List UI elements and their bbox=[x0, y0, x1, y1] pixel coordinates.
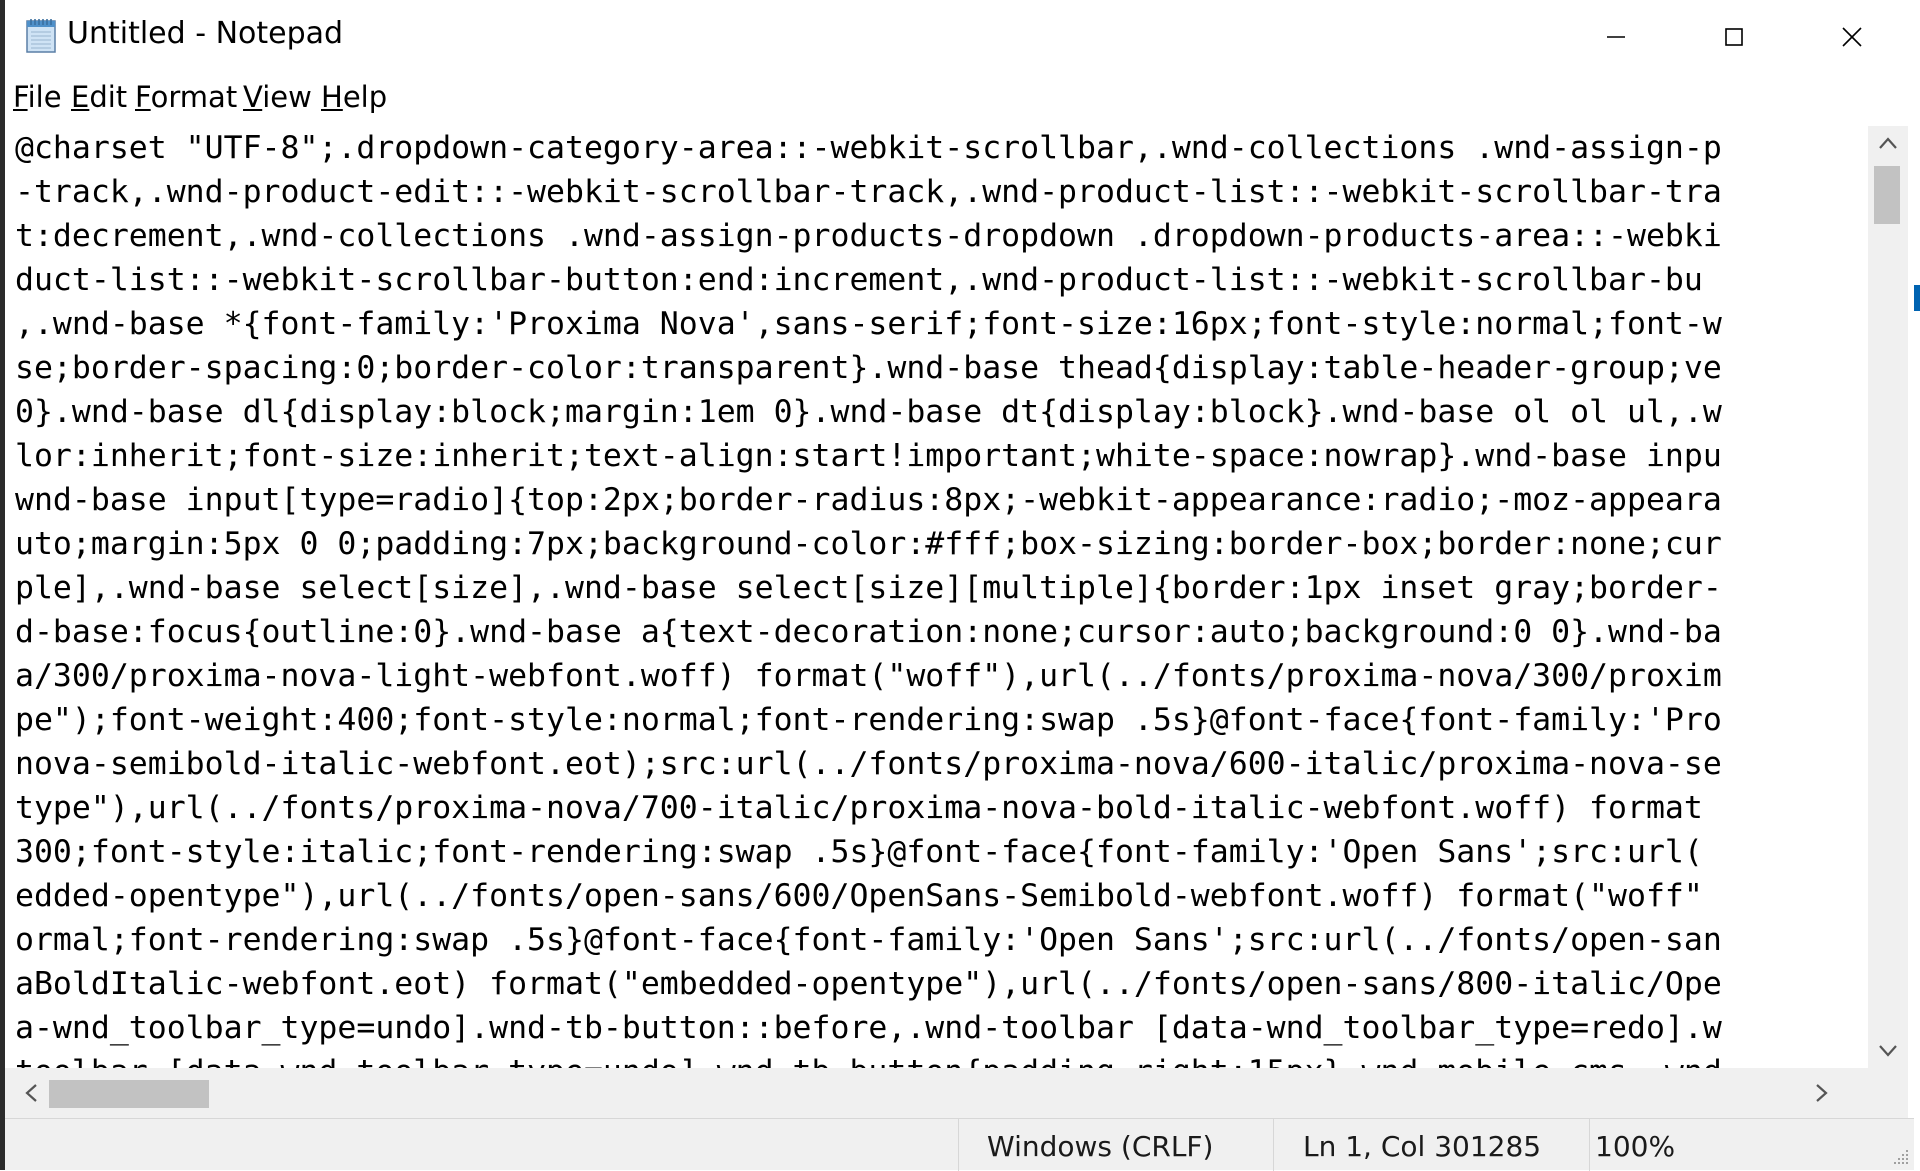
maximize-icon bbox=[1725, 28, 1743, 46]
editor-line: ple],.wnd-base select[size],.wnd-base se… bbox=[15, 570, 1722, 606]
title-bar[interactable]: Untitled - Notepad bbox=[5, 0, 1914, 74]
menu-format[interactable]: Format bbox=[133, 80, 239, 114]
menu-edit-accelerator: E bbox=[71, 80, 90, 114]
editor-line: type"),url(../fonts/proxima-nova/700-ita… bbox=[15, 790, 1703, 826]
scroll-right-button[interactable] bbox=[1802, 1068, 1842, 1118]
window-border-right bbox=[1914, 0, 1920, 1170]
scroll-down-button[interactable] bbox=[1868, 1034, 1908, 1068]
horizontal-scroll-thumb[interactable] bbox=[49, 1080, 209, 1108]
notepad-icon bbox=[23, 16, 59, 54]
menu-view[interactable]: View bbox=[241, 80, 314, 114]
vertical-scrollbar[interactable] bbox=[1868, 126, 1908, 1068]
close-button[interactable] bbox=[1793, 0, 1911, 74]
editor-line: pe");font-weight:400;font-style:normal;f… bbox=[15, 702, 1722, 738]
editor-line: a/300/proxima-nova-light-webfont.woff) f… bbox=[15, 658, 1722, 694]
status-cursor-position: Ln 1, Col 301285 bbox=[1303, 1130, 1542, 1163]
menu-view-label: iew bbox=[262, 80, 312, 114]
menu-view-accelerator: V bbox=[243, 80, 263, 114]
maximize-button[interactable] bbox=[1675, 0, 1793, 74]
editor-line: ,.wnd-base *{font-family:'Proxima Nova',… bbox=[15, 306, 1722, 342]
scroll-left-button[interactable] bbox=[11, 1068, 51, 1118]
menu-help-label: elp bbox=[342, 80, 388, 114]
status-bar: Windows (CRLF) Ln 1, Col 301285 100% bbox=[5, 1118, 1914, 1171]
menu-bar: File Edit Format View Help bbox=[5, 74, 1914, 126]
menu-file[interactable]: File bbox=[11, 80, 64, 114]
editor-line: 300;font-style:italic;font-rendering:swa… bbox=[15, 834, 1703, 870]
editor-line: se;border-spacing:0;border-color:transpa… bbox=[15, 350, 1722, 386]
chevron-down-icon bbox=[1879, 1045, 1897, 1057]
menu-file-accelerator: F bbox=[13, 80, 28, 114]
editor-line: @charset "UTF-8";.dropdown-category-area… bbox=[15, 130, 1722, 166]
window-title: Untitled - Notepad bbox=[67, 16, 344, 51]
editor-line: a-wnd_toolbar_type=undo].wnd-tb-button::… bbox=[15, 1010, 1722, 1046]
menu-edit-label: dit bbox=[89, 80, 128, 114]
editor-line: t:decrement,.wnd-collections .wnd-assign… bbox=[15, 218, 1722, 254]
minimize-button[interactable] bbox=[1557, 0, 1675, 74]
editor-line: wnd-base input[type=radio]{top:2px;borde… bbox=[15, 482, 1722, 518]
editor-line: duct-list::-webkit-scrollbar-button:end:… bbox=[15, 262, 1703, 298]
resize-grip-icon[interactable] bbox=[1890, 1146, 1910, 1166]
editor-line: uto;margin:5px 0 0;padding:7px;backgroun… bbox=[15, 526, 1722, 562]
status-separator bbox=[1589, 1119, 1590, 1171]
menu-file-label: ile bbox=[27, 80, 62, 114]
background-accent bbox=[1914, 285, 1920, 311]
status-separator bbox=[958, 1119, 959, 1171]
menu-format-accelerator: F bbox=[135, 80, 151, 114]
scroll-up-button[interactable] bbox=[1868, 126, 1908, 160]
menu-format-label: ormat bbox=[150, 80, 238, 114]
editor-line: lor:inherit;font-size:inherit;text-align… bbox=[15, 438, 1722, 474]
editor-line: aBoldItalic-webfont.eot) format("embedde… bbox=[15, 966, 1722, 1002]
editor-line: -track,.wnd-product-edit::-webkit-scroll… bbox=[15, 174, 1722, 210]
menu-help-accelerator: H bbox=[321, 80, 343, 114]
editor-line: d-base:focus{outline:0}.wnd-base a{text-… bbox=[15, 614, 1722, 650]
chevron-right-icon bbox=[1816, 1084, 1828, 1102]
text-editor[interactable]: @charset "UTF-8";.dropdown-category-area… bbox=[5, 126, 1868, 1068]
status-zoom-level: 100% bbox=[1595, 1130, 1676, 1163]
editor-line: edded-opentype"),url(../fonts/open-sans/… bbox=[15, 878, 1703, 914]
editor-line: nova-semibold-italic-webfont.eot);src:ur… bbox=[15, 746, 1722, 782]
chevron-up-icon bbox=[1879, 137, 1897, 149]
menu-help[interactable]: Help bbox=[319, 80, 389, 114]
vertical-scroll-thumb[interactable] bbox=[1874, 166, 1900, 224]
menu-edit[interactable]: Edit bbox=[69, 80, 129, 114]
chevron-left-icon bbox=[25, 1084, 37, 1102]
status-line-ending: Windows (CRLF) bbox=[987, 1130, 1214, 1163]
status-separator bbox=[1273, 1119, 1274, 1171]
close-icon bbox=[1842, 27, 1862, 47]
minimize-icon bbox=[1607, 36, 1625, 38]
editor-line: 0}.wnd-base dl{display:block;margin:1em … bbox=[15, 394, 1722, 430]
editor-line: ormal;font-rendering:swap .5s}@font-face… bbox=[15, 922, 1722, 958]
window-border-left bbox=[0, 0, 5, 1170]
scrollbar-corner bbox=[1868, 1068, 1908, 1118]
horizontal-scrollbar[interactable] bbox=[5, 1068, 1868, 1118]
editor-line: toolbar [data-wnd_toolbar_type=undo].wnd… bbox=[15, 1050, 1722, 1068]
